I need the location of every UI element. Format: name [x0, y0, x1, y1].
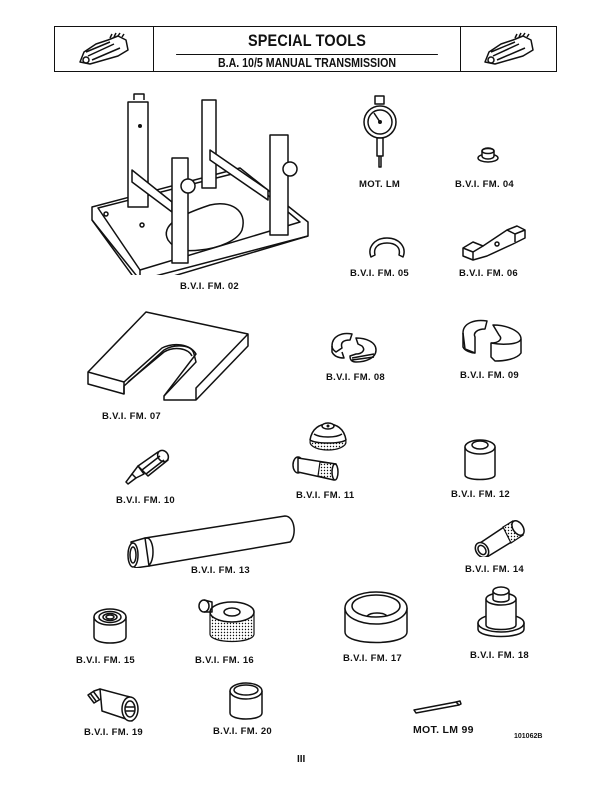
- tool-bvi-fm-02: [90, 90, 315, 275]
- ring-drift-icon: [344, 591, 408, 644]
- tool-label: B.V.I. FM. 02: [180, 281, 239, 292]
- tool-label: B.V.I. FM. 17: [343, 653, 402, 664]
- tool-bvi-fm-05: [365, 235, 409, 261]
- stepped-drift-icon: [477, 586, 525, 638]
- split-collar-large-icon: [462, 319, 522, 362]
- u-slot-plate-icon: [87, 311, 249, 401]
- tool-bvi-fm-14: [471, 517, 527, 557]
- tool-label: B.V.I. FM. 04: [455, 179, 514, 190]
- tool-label: B.V.I. FM. 15: [76, 655, 135, 666]
- tool-bvi-fm-08: [330, 330, 378, 364]
- figure-reference: 101062B: [514, 733, 543, 740]
- tool-bvi-fm-13: [125, 512, 300, 568]
- tool-bvi-fm-17: [343, 590, 409, 646]
- tool-label: B.V.I. FM. 12: [451, 489, 510, 500]
- dial-gauge-icon: [363, 95, 397, 168]
- transmission-drawing-icon: [79, 32, 129, 65]
- page-header: SPECIAL TOOLS B.A. 10/5 MANUAL TRANSMISS…: [54, 26, 557, 72]
- tool-label: B.V.I. FM. 07: [102, 411, 161, 422]
- pin-punch-icon: [413, 700, 462, 714]
- tool-label: B.V.I. FM. 20: [213, 726, 272, 737]
- tool-label: B.V.I. FM. 10: [116, 495, 175, 506]
- transmission-drawing-icon: [483, 32, 534, 65]
- header-title-cell: SPECIAL TOOLS B.A. 10/5 MANUAL TRANSMISS…: [153, 27, 461, 71]
- tool-label: MOT. LM: [359, 179, 401, 190]
- tool-label: B.V.I. FM. 11: [296, 490, 355, 501]
- tool-bvi-fm-15: [92, 605, 128, 645]
- header-right-cell: [460, 27, 556, 71]
- threaded-sleeve-icon: [87, 688, 139, 722]
- page-number: III: [297, 754, 306, 765]
- tool-label: B.V.I. FM. 19: [84, 727, 143, 738]
- tool-mot-lm: [362, 95, 398, 175]
- tool-bvi-fm-11: [290, 418, 350, 486]
- header-left-cell: [55, 27, 154, 71]
- page-title: SPECIAL TOOLS: [176, 27, 438, 55]
- stepped-pad-icon: [477, 147, 499, 163]
- tool-bvi-fm-09: [461, 317, 523, 363]
- tool-label: B.V.I. FM. 16: [195, 655, 254, 666]
- tool-bvi-fm-04: [476, 147, 500, 163]
- plain-sleeve-icon: [229, 682, 263, 720]
- knurled-nut-icon: [198, 599, 255, 643]
- tool-label: B.V.I. FM. 05: [350, 268, 409, 279]
- knurled-drift-set-icon: [292, 422, 347, 481]
- tool-bvi-fm-18: [476, 585, 526, 641]
- split-collar-icon: [331, 332, 377, 363]
- tool-mot-lm-99: [412, 700, 462, 714]
- page-subtitle: B.A. 10/5 MANUAL TRANSMISSION: [217, 56, 397, 70]
- mandrel-icon: [125, 449, 170, 485]
- tool-bvi-fm-12: [463, 437, 497, 481]
- tool-label: MOT. LM 99: [413, 724, 474, 736]
- split-ring-icon: [369, 237, 405, 258]
- tool-label: B.V.I. FM. 08: [326, 372, 385, 383]
- tool-bvi-fm-10: [124, 446, 174, 488]
- tool-label: B.V.I. FM. 13: [191, 565, 250, 576]
- tool-label: B.V.I. FM. 18: [470, 650, 529, 661]
- tool-bvi-fm-20: [228, 681, 264, 721]
- tool-bvi-fm-16: [196, 598, 256, 644]
- tool-label: B.V.I. FM. 09: [460, 370, 519, 381]
- tool-label: B.V.I. FM. 06: [459, 268, 518, 279]
- gearbox-support-stand-icon: [91, 93, 309, 275]
- bracket-icon: [462, 225, 526, 261]
- tool-bvi-fm-06: [461, 222, 527, 262]
- long-tube-icon: [127, 515, 295, 568]
- tool-label: B.V.I. FM. 14: [465, 564, 524, 575]
- bearing-drift-icon: [93, 608, 127, 644]
- cylinder-drift-icon: [464, 439, 496, 481]
- knurled-sleeve-icon: [474, 520, 525, 557]
- tool-bvi-fm-07: [84, 302, 254, 402]
- tool-bvi-fm-19: [84, 683, 144, 723]
